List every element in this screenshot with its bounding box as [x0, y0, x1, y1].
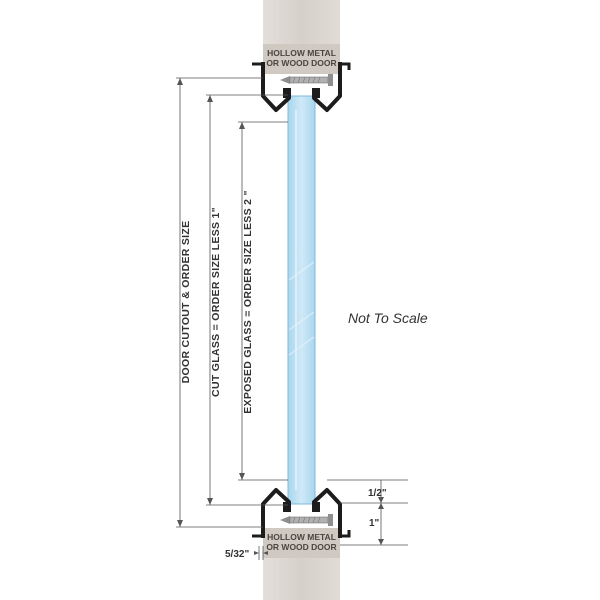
door-label-bottom-line2: OR WOOD DOOR [266, 542, 336, 552]
door-label-top-line1: HOLLOW METAL [267, 48, 336, 58]
glazing-tape-top-right [314, 88, 320, 98]
label-one-inch: 1" [369, 518, 380, 529]
not-to-scale-note: Not To Scale [348, 310, 428, 326]
door-top [263, 0, 340, 44]
door-label-box-top [263, 44, 340, 74]
glass-pane [287, 95, 316, 505]
label-half-inch: 1/2" [368, 488, 387, 499]
screw-top [280, 74, 333, 86]
label-door-cutout: DOOR CUTOUT & ORDER SIZE [180, 221, 192, 384]
glass-reflection-1 [288, 261, 315, 281]
door-label-top-line2: OR WOOD DOOR [266, 58, 336, 68]
door-label-bottom-line1: HOLLOW METAL [267, 532, 336, 542]
glazing-tape-top-left [283, 88, 289, 98]
glass-reflection-3 [288, 336, 315, 356]
label-cut-glass: CUT GLASS = ORDER SIZE LESS 1" [210, 207, 222, 397]
glazing-tape-bottom-left [283, 502, 289, 512]
glass-reflection-2 [288, 311, 315, 331]
glazing-tape-bottom-right [314, 502, 320, 512]
screw-bottom [280, 514, 333, 526]
frame-top-flange [252, 62, 351, 70]
door-label-box-bottom [263, 528, 340, 558]
frame-bottom-flange [252, 530, 351, 538]
label-exposed-glass: EXPOSED GLASS = ORDER SIZE LESS 2 " [242, 190, 254, 414]
label-five-32: 5/32" [225, 549, 249, 560]
door-bottom [263, 558, 340, 600]
